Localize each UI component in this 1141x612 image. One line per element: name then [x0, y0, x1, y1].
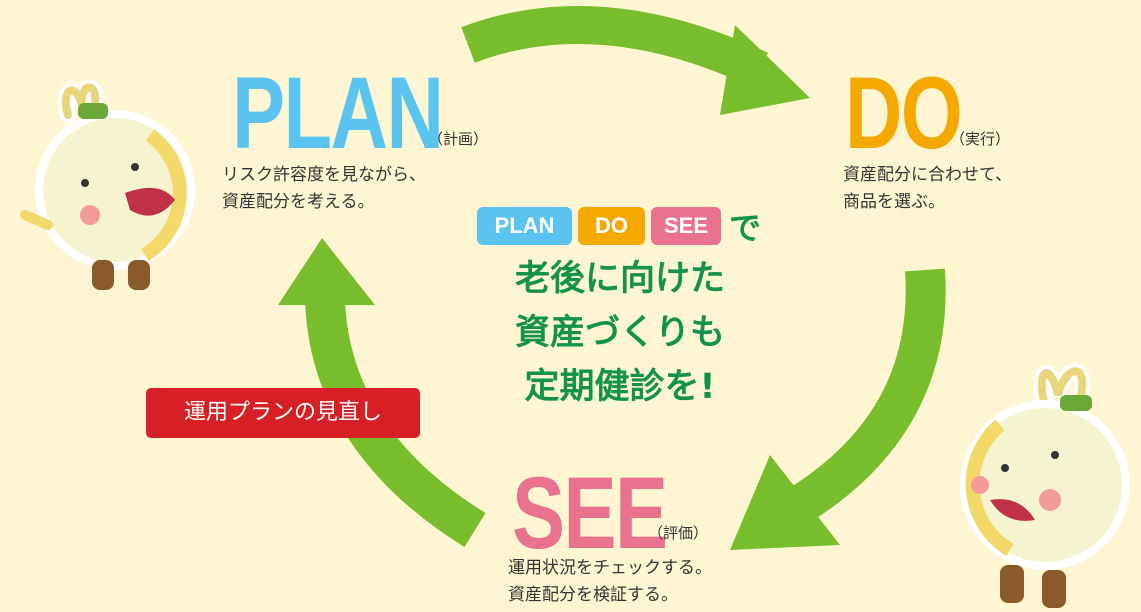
center-de: で: [729, 209, 762, 247]
do-description: 資産配分に合わせて、 商品を選ぶ。: [843, 162, 1012, 216]
center-pill-do: DO: [578, 207, 645, 245]
do-desc-line1: 資産配分に合わせて、: [843, 165, 1013, 185]
do-title: DO: [845, 56, 963, 170]
center-line1: 老後に向けた: [514, 259, 725, 299]
plan-description: リスク許容度を見ながら、 資産配分を考える。: [222, 162, 426, 216]
review-plan-label: 運用プランの見直し: [146, 388, 420, 438]
see-desc-line1: 運用状況をチェックする。: [508, 558, 712, 578]
center-line3: 定期健診を!: [524, 367, 716, 407]
arrow-plan-to-do: [461, 6, 810, 115]
plan-title: PLAN: [232, 56, 444, 170]
do-subtitle: （実行）: [950, 130, 1011, 148]
center-message: 老後に向けた 資産づくりも 定期健診を!: [470, 252, 770, 414]
do-desc-line2: 商品を選ぶ。: [843, 192, 945, 212]
arrow-do-to-see: [730, 268, 946, 550]
see-title: SEE: [512, 456, 668, 570]
mascot-left-illustration: [20, 79, 195, 290]
mascot-right-illustration: [960, 363, 1130, 608]
see-desc-line2: 資産配分を検証する。: [508, 585, 678, 605]
see-description: 運用状況をチェックする。 資産配分を検証する。: [508, 555, 712, 609]
center-pill-plan: PLAN: [477, 207, 572, 245]
center-line2: 資産づくりも: [514, 313, 725, 353]
center-pill-see: SEE: [651, 207, 721, 245]
see-subtitle: （評価）: [648, 524, 709, 542]
arrow-see-to-plan: [278, 238, 486, 547]
plan-desc-line1: リスク許容度を見ながら、: [222, 165, 426, 185]
plan-desc-line2: 資産配分を考える。: [222, 192, 375, 212]
plan-subtitle: （計画）: [428, 130, 489, 148]
